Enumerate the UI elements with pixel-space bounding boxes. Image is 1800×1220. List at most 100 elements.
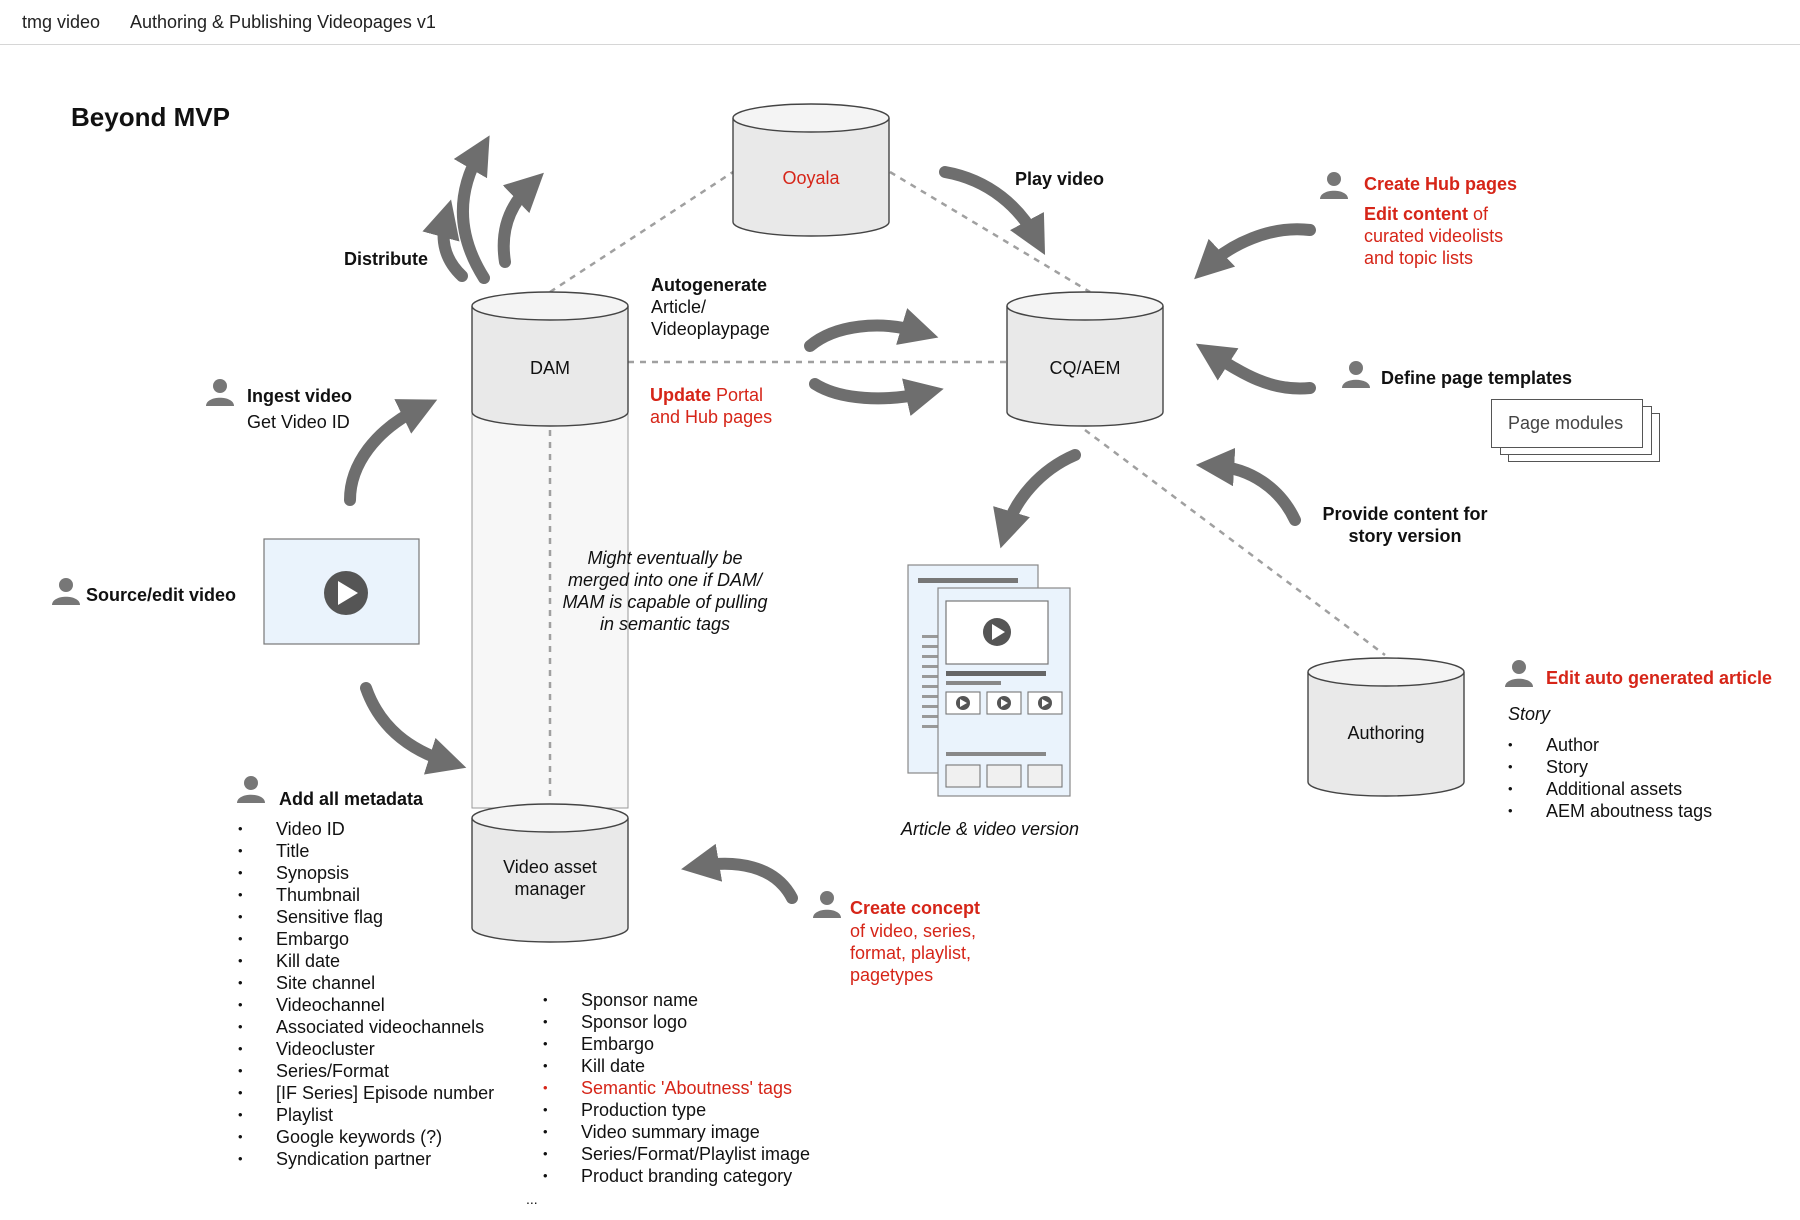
list-item: Site channel [238, 972, 494, 994]
distribute-label: Distribute [344, 249, 429, 269]
ooyala-cqaem-connector [889, 170, 1091, 294]
vam-label-line1: Video asset [503, 857, 597, 877]
list-item: Embargo [543, 1033, 810, 1055]
cqaem-authoring-connector [1084, 429, 1386, 656]
create-concept-label: Create concept [850, 898, 981, 918]
list-item: Video ID [238, 818, 494, 840]
list-item: Title [238, 840, 494, 862]
metadata-arrow [360, 682, 467, 775]
list-item: Product branding category [543, 1165, 810, 1187]
page-modules-label: Page modules [1508, 413, 1624, 433]
document-title[interactable]: Authoring & Publishing Videopages v1 [130, 12, 436, 32]
autogenerate-label-2: Article/ [651, 297, 707, 317]
edit-content-rest: of [1468, 204, 1489, 224]
list-item: Synopsis [238, 862, 494, 884]
person-icon-create-concept [813, 891, 841, 918]
authoring-node[interactable] [1307, 657, 1465, 797]
create-concept-label-3: format, playlist, [850, 943, 972, 963]
top-bar: tmg video Authoring & Publishing Videopa… [0, 0, 1800, 45]
ellipsis: ... [526, 1191, 538, 1207]
dam-node[interactable] [471, 291, 629, 427]
ooyala-node[interactable] [732, 103, 890, 237]
create-concept-arrow [681, 843, 798, 904]
list-item: Kill date [238, 950, 494, 972]
edit-content-label: Edit content of [1364, 203, 1488, 225]
list-item: Production type [543, 1099, 810, 1121]
list-item: Sponsor name [543, 989, 810, 1011]
list-item: Kill date [543, 1055, 810, 1077]
list-item: Semantic 'Aboutness' tags [543, 1077, 810, 1099]
article-version-label: Article & video version [900, 819, 1080, 839]
provide-content-label: Provide content for [1322, 504, 1488, 524]
list-item: Story [1508, 756, 1712, 778]
authoring-label: Authoring [1347, 723, 1425, 743]
merge-note-2: merged into one if DAM/ [567, 570, 763, 590]
source-video-box[interactable] [263, 538, 420, 645]
edit-auto-article-label: Edit auto generated article [1546, 668, 1773, 688]
list-item: Embargo [238, 928, 494, 950]
provide-content-arrow [1195, 447, 1301, 526]
page-title: Beyond MVP [71, 102, 230, 132]
list-item: Thumbnail [238, 884, 494, 906]
create-concept-label-4: pagetypes [850, 965, 934, 985]
edit-content-bold: Edit content [1364, 204, 1468, 224]
edit-content-label-2: curated videolists [1364, 226, 1504, 246]
source-edit-label: Source/edit video [86, 585, 237, 605]
get-video-id-label: Get Video ID [247, 412, 350, 432]
person-icon-create-hub [1320, 172, 1348, 199]
story-list: AuthorStoryAdditional assetsAEM aboutnes… [1508, 734, 1712, 822]
play-video-label: Play video [1015, 169, 1105, 189]
list-item: Author [1508, 734, 1712, 756]
list-item: Series/Format [238, 1060, 494, 1082]
person-icon-ingest [206, 379, 234, 406]
list-item: Additional assets [1508, 778, 1712, 800]
page-modules-card[interactable] [1491, 399, 1643, 448]
person-icon-source [52, 578, 80, 605]
cqaem-node[interactable] [1006, 291, 1164, 427]
play-video-arrow [939, 166, 1046, 255]
list-item: Associated videochannels [238, 1016, 494, 1038]
list-item: Syndication partner [238, 1148, 494, 1170]
vam-label-line2: manager [514, 879, 586, 899]
ingest-arrow [344, 399, 438, 506]
update-rest: Portal [711, 385, 764, 405]
list-item: Series/Format/Playlist image [543, 1143, 810, 1165]
merge-note-1: Might eventually be [587, 548, 743, 568]
story-label: Story [1508, 704, 1551, 724]
create-hub-label: Create Hub pages [1364, 174, 1518, 194]
create-concept-label-2: of video, series, [850, 921, 977, 941]
autogenerate-label: Autogenerate [651, 275, 768, 295]
list-item: Sensitive flag [238, 906, 494, 928]
update-bold: Update [650, 385, 712, 405]
update-arrow [809, 378, 944, 416]
list-item: [IF Series] Episode number [238, 1082, 494, 1104]
person-icon-define-templates [1342, 361, 1370, 388]
list-item: Sponsor logo [543, 1011, 810, 1033]
define-templates-label: Define page templates [1381, 368, 1573, 388]
edit-content-label-3: and topic lists [1364, 248, 1474, 268]
metadata-list-2: Sponsor nameSponsor logoEmbargoKill date… [543, 989, 810, 1187]
update-portal-label-2: and Hub pages [650, 407, 773, 427]
cqaem-label: CQ/AEM [1049, 358, 1121, 378]
person-icon-edit-auto [1505, 660, 1533, 687]
merge-note-3: MAM is capable of pulling [562, 592, 768, 612]
add-metadata-label: Add all metadata [279, 789, 424, 809]
list-item: AEM aboutness tags [1508, 800, 1712, 822]
autogenerate-label-3: Videoplaypage [651, 319, 770, 339]
list-item: Playlist [238, 1104, 494, 1126]
ingest-video-label: Ingest video [247, 386, 353, 406]
list-item: Videochannel [238, 994, 494, 1016]
ooyala-label: Ooyala [782, 168, 840, 188]
app-name[interactable]: tmg video [22, 12, 101, 32]
list-item: Videocluster [238, 1038, 494, 1060]
list-item: Google keywords (?) [238, 1126, 494, 1148]
merge-note-4: in semantic tags [599, 614, 731, 634]
dam-label: DAM [530, 358, 570, 378]
define-templates-arrow [1195, 343, 1316, 395]
article-video-illustration [907, 564, 1071, 797]
update-portal-label: Update Portal [650, 384, 763, 406]
distribute-arrow-2 [497, 172, 544, 268]
create-hub-arrow [1194, 223, 1316, 280]
distribute-arrow-1 [453, 135, 490, 284]
